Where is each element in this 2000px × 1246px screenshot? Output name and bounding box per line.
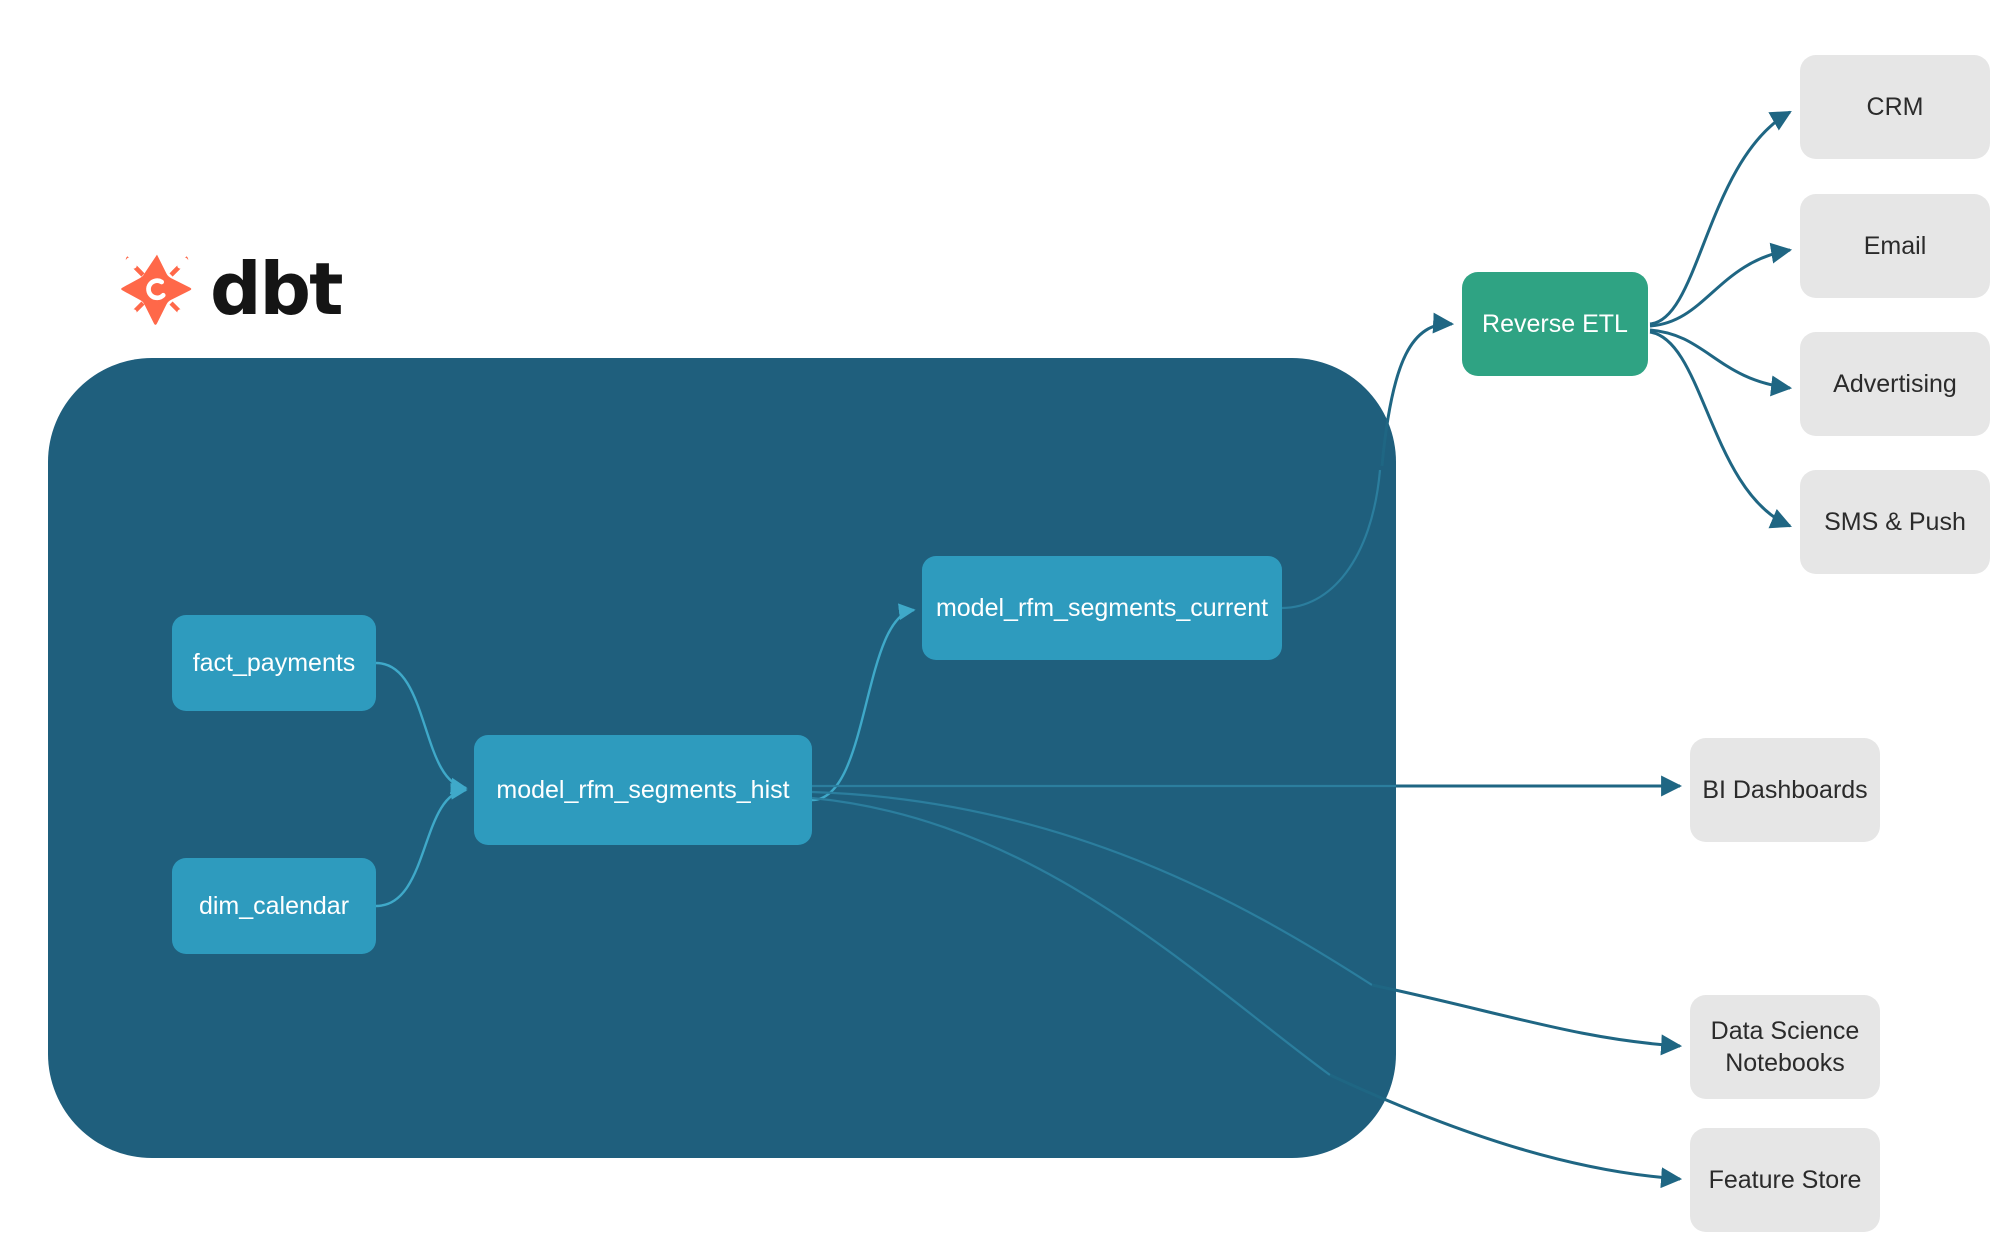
destination-node-email[interactable]: Email xyxy=(1800,194,1990,298)
model-node-label: model_rfm_segments_hist xyxy=(496,775,790,804)
model-node-label: model_rfm_segments_current xyxy=(935,593,1269,622)
destination-label: Data Science Notebooks xyxy=(1711,1015,1860,1079)
destination-node-crm[interactable]: CRM xyxy=(1800,55,1990,159)
dbt-logo-icon xyxy=(121,254,192,325)
destination-label-line1: Data Science xyxy=(1710,1017,1860,1045)
model-node-label: dim_calendar xyxy=(198,891,350,920)
reverse-etl-label: Reverse ETL xyxy=(1482,309,1628,338)
edge-reverse-etl-to-crm xyxy=(1649,110,1792,326)
destination-label: SMS & Push xyxy=(1824,508,1966,536)
model-node-label: fact_payments xyxy=(192,648,356,677)
destination-label-line2: Notebooks xyxy=(1725,1049,1845,1077)
model-node-rfm-segments-current[interactable]: model_rfm_segments_current xyxy=(922,556,1282,660)
destination-node-bi-dashboards[interactable]: BI Dashboards xyxy=(1690,738,1880,842)
model-node-fact-payments[interactable]: fact_payments xyxy=(172,615,376,711)
edge-reverse-etl-to-sms-push xyxy=(1649,330,1792,529)
destination-label: BI Dashboards xyxy=(1702,776,1868,804)
destination-label: Advertising xyxy=(1833,370,1957,398)
destination-node-ds-notebooks[interactable]: Data Science Notebooks xyxy=(1690,995,1880,1099)
model-node-rfm-segments-hist[interactable]: model_rfm_segments_hist xyxy=(474,735,812,845)
edge-warehouse-to-ds-notebooks xyxy=(1371,983,1683,1056)
dbt-wordmark: dbt xyxy=(210,247,343,331)
edge-reverse-etl-to-email xyxy=(1649,242,1793,328)
reverse-etl-node[interactable]: Reverse ETL xyxy=(1462,272,1648,376)
destination-node-feature-store[interactable]: Feature Store xyxy=(1690,1128,1880,1232)
edge-reverse-etl-to-advertising xyxy=(1649,328,1793,397)
dbt-logo: dbt xyxy=(118,247,343,331)
destination-label: CRM xyxy=(1866,93,1924,121)
model-node-dim-calendar[interactable]: dim_calendar xyxy=(172,858,376,954)
destination-label: Feature Store xyxy=(1708,1166,1862,1194)
destination-label: Email xyxy=(1863,232,1927,260)
destination-node-advertising[interactable]: Advertising xyxy=(1800,332,1990,436)
destination-node-sms-push[interactable]: SMS & Push xyxy=(1800,470,1990,574)
